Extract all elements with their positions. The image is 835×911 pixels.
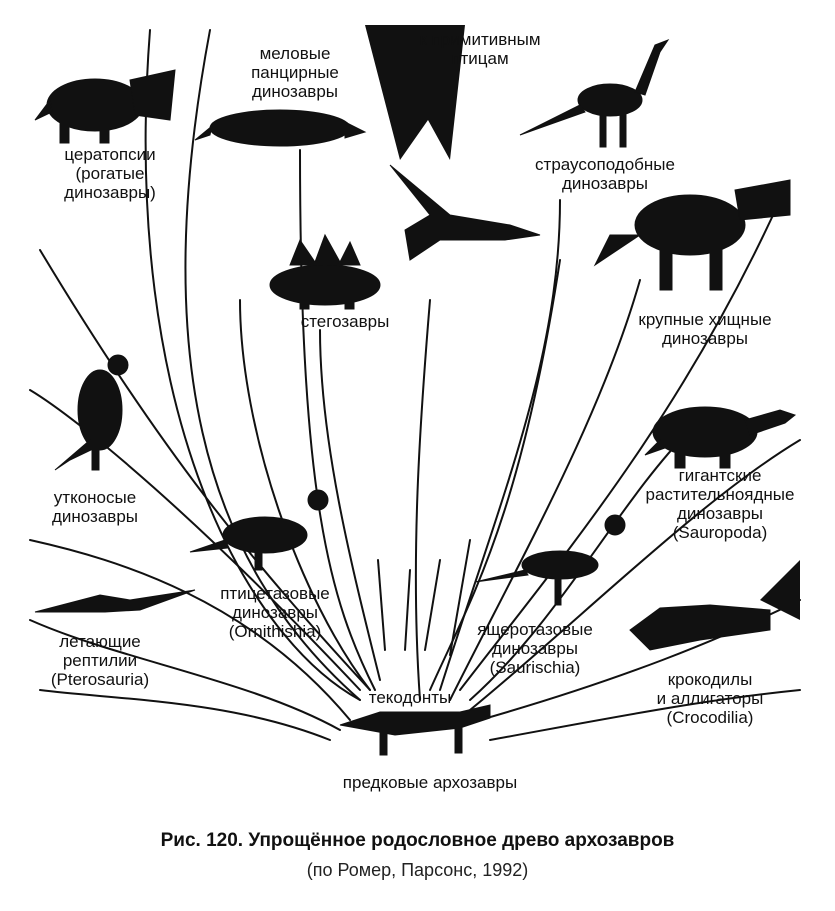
figure-caption-title: Рис. 120. Упрощённое родословное древо а… [160,830,675,851]
label-saurischia: ящеротазовые динозавры (Saurischia) [477,620,593,677]
branch-line [449,279,641,701]
figure-caption-source: (по Ромер, Парсонс, 1992) [306,860,529,880]
label-sauropods: гигантские растительноядные динозавры (S… [645,466,795,542]
sauropod-silhouette [644,406,797,469]
branch-line [29,619,341,731]
ankylosaur-silhouette [194,109,367,147]
pterosaur-silhouette [34,589,196,613]
ornithischian-silhouette [189,489,329,571]
label-primitive-birds: к примитивным птицам [419,30,541,68]
branch-line [439,199,561,691]
branch-line [459,199,781,691]
branch-line [29,389,361,691]
thecodont-silhouette [339,704,491,756]
archaeopteryx-silhouette [389,164,541,261]
base-spike [377,559,386,651]
base-spike [449,539,471,656]
hadrosaur-silhouette [54,354,129,471]
theropod-silhouette [593,179,791,291]
ceratopsian-silhouette [34,69,176,144]
crocodile-silhouette [629,604,771,651]
branch-line [429,259,561,691]
label-large-predators: крупные хищные динозавры [638,310,772,348]
label-pterosaurs: летающие рептилии (Pterosauria) [50,632,150,689]
archosaur-family-tree: цератопсии (рогатые динозавры) меловые п… [29,25,801,792]
label-ancestral-archosaurs: предковые архозавры [342,773,518,792]
label-ornithischia: птицетазовые динозавры (Ornithishia) [220,584,330,641]
branch-line [469,439,801,711]
ornithomimid-silhouette [519,38,670,148]
base-spike [404,569,411,651]
label-crocodiles: крокодилы и аллигаторы (Crocodilia) [656,670,764,727]
branch-line [414,299,431,701]
branch-line [319,329,381,681]
branch-line [144,29,361,701]
bird-lineage-wedge [365,25,465,160]
branch-line [184,29,361,701]
branch-line [489,689,801,741]
stegosaur-silhouette [269,233,381,310]
base-spike [424,559,441,651]
label-hadrosaurs: утконосые динозавры [51,488,139,526]
branch-line [239,299,371,691]
label-stegosaurs: стегозавры [300,312,390,331]
saurischian-silhouette [474,514,626,606]
crocodile-wedge [760,560,800,620]
branch-line [39,689,331,741]
branch-line [39,249,371,691]
tree-drawing [29,25,801,756]
label-thecodonts: текодонты [368,688,452,707]
label-ceratopsians: цератопсии (рогатые динозавры) [64,145,156,202]
label-ostrich-dinosaurs: страусоподобные динозавры [535,155,675,193]
label-armored-dinosaurs: меловые панцирные динозавры [251,44,339,101]
